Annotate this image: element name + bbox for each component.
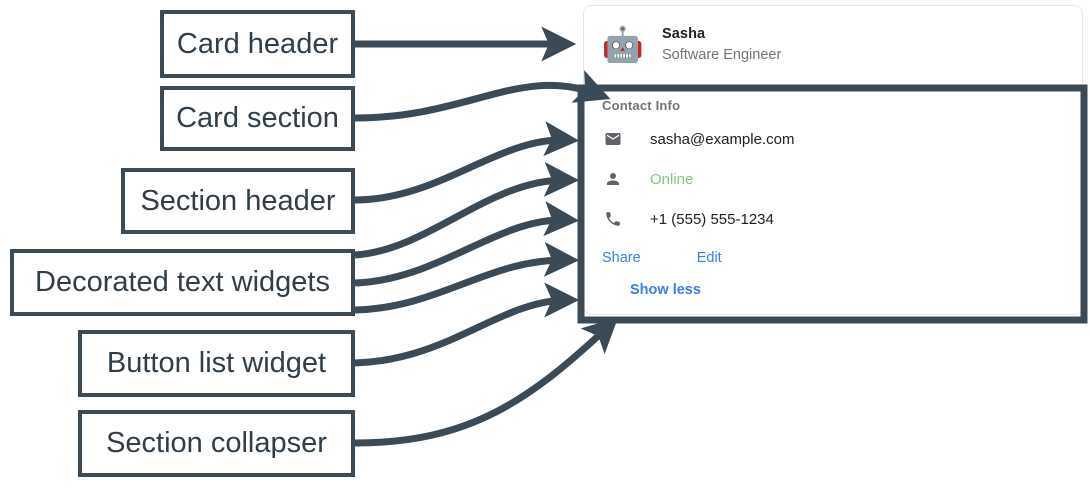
email-icon: [602, 130, 624, 148]
email-value: sasha@example.com: [650, 130, 795, 148]
card-header-text: Sasha Software Engineer: [662, 24, 781, 67]
contact-card: 🤖 Sasha Software Engineer Contact Info s…: [583, 5, 1083, 315]
arrow-section-header: [354, 121, 580, 204]
decorated-text-widget-status[interactable]: Online: [602, 159, 1066, 199]
show-less-label[interactable]: Show less: [630, 282, 701, 298]
card-section: Contact Info sasha@example.com Online: [584, 82, 1082, 305]
callout-label: Button list widget: [106, 347, 327, 379]
robot-avatar-icon: 🤖: [601, 26, 645, 64]
callout-label: Card header: [176, 27, 339, 60]
button-list-widget: Share Edit: [602, 241, 1066, 275]
arrow-decorated-text-email: [354, 161, 580, 259]
section-collapser[interactable]: Show less: [602, 275, 1066, 305]
arrow-decorated-text-status: [354, 201, 580, 287]
phone-value: +1 (555) 555-1234: [650, 210, 774, 228]
arrow-button-list: [354, 282, 580, 367]
person-icon: [602, 170, 624, 188]
arrow-section-collapser: [354, 317, 619, 447]
callout-box-section-header: Section header: [121, 168, 355, 234]
edit-button[interactable]: Edit: [696, 250, 722, 266]
callout-box-section-collapser: Section collapser: [78, 410, 355, 477]
decorated-text-widget-phone[interactable]: +1 (555) 555-1234: [602, 199, 1066, 239]
phone-icon: [602, 210, 624, 228]
arrow-decorated-text-phone: [354, 241, 580, 314]
callout-label: Section header: [140, 184, 336, 217]
callout-label: Section collapser: [106, 427, 327, 459]
decorated-text-widget-email[interactable]: sasha@example.com: [602, 119, 1066, 159]
callout-box-decorated-text-widgets: Decorated text widgets: [10, 249, 355, 316]
callout-box-card-header: Card header: [160, 10, 355, 78]
card-header-subtitle: Software Engineer: [662, 46, 782, 63]
share-button[interactable]: Share: [602, 250, 641, 266]
arrow-card-section: [354, 70, 611, 122]
callout-box-button-list-widget: Button list widget: [78, 330, 355, 397]
card-header: 🤖 Sasha Software Engineer: [584, 6, 1082, 82]
status-value: Online: [650, 170, 694, 188]
callout-label: Card section: [176, 102, 339, 134]
card-header-title: Sasha: [662, 25, 706, 42]
callout-label: Decorated text widgets: [35, 266, 330, 298]
callout-box-card-section: Card section: [160, 86, 355, 151]
section-header: Contact Info: [602, 98, 681, 113]
